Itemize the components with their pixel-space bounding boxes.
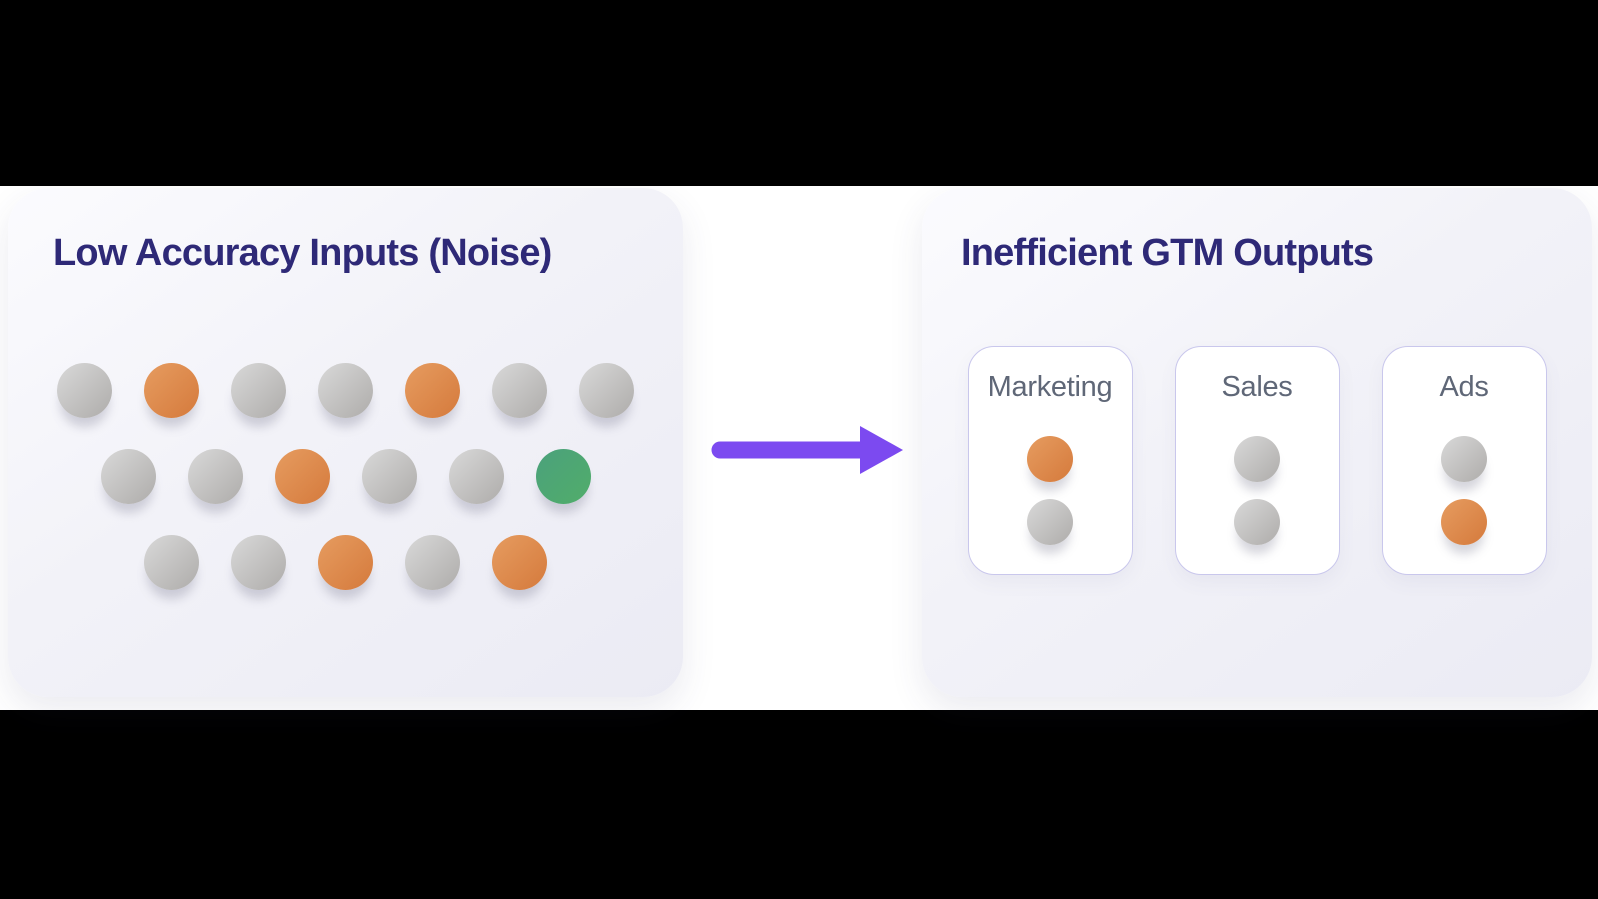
gray-dot (57, 363, 112, 418)
gray-dot (231, 535, 286, 590)
orange-dot (492, 535, 547, 590)
gtm-card-ads: Ads (1381, 346, 1547, 575)
orange-dot (1441, 499, 1487, 545)
gray-dot (1234, 499, 1280, 545)
dot-row (100, 449, 591, 504)
gray-dot (492, 363, 547, 418)
gray-dot (1027, 499, 1073, 545)
card-dot-stack (1234, 436, 1280, 545)
gray-dot (1234, 436, 1280, 482)
gray-dot (100, 449, 156, 504)
card-label: Ads (1439, 371, 1489, 403)
dot-row (144, 535, 547, 590)
flow-arrow (698, 418, 908, 482)
gtm-panel-title: Inefficient GTM Outputs (961, 232, 1374, 274)
card-label: Sales (1221, 371, 1293, 403)
gray-dot (187, 449, 243, 504)
card-label: Marketing (987, 371, 1113, 403)
gtm-cards: Marketing Sales Ads (922, 346, 1592, 575)
green-dot (535, 449, 591, 504)
orange-dot (1027, 436, 1073, 482)
orange-dot (318, 535, 373, 590)
card-dot-stack (1027, 436, 1073, 545)
dot-row (57, 363, 634, 418)
gray-dot (579, 363, 634, 418)
gtm-card-sales: Sales (1174, 346, 1340, 575)
gray-dot (1441, 436, 1487, 482)
orange-dot (274, 449, 330, 504)
card-dot-stack (1441, 436, 1487, 545)
gray-dot (448, 449, 504, 504)
orange-dot (405, 363, 460, 418)
gray-dot (318, 363, 373, 418)
gray-dot (361, 449, 417, 504)
gray-dot (231, 363, 286, 418)
noise-panel-title: Low Accuracy Inputs (Noise) (53, 232, 552, 274)
right-arrow-icon (711, 426, 903, 474)
orange-dot (144, 363, 199, 418)
gray-dot (144, 535, 199, 590)
noise-panel: Low Accuracy Inputs (Noise) (8, 188, 683, 697)
gray-dot (405, 535, 460, 590)
gtm-panel: Inefficient GTM Outputs Marketing Sales Ad… (922, 188, 1592, 697)
gtm-card-marketing: Marketing (967, 346, 1133, 575)
noise-dot-grid (8, 363, 683, 590)
